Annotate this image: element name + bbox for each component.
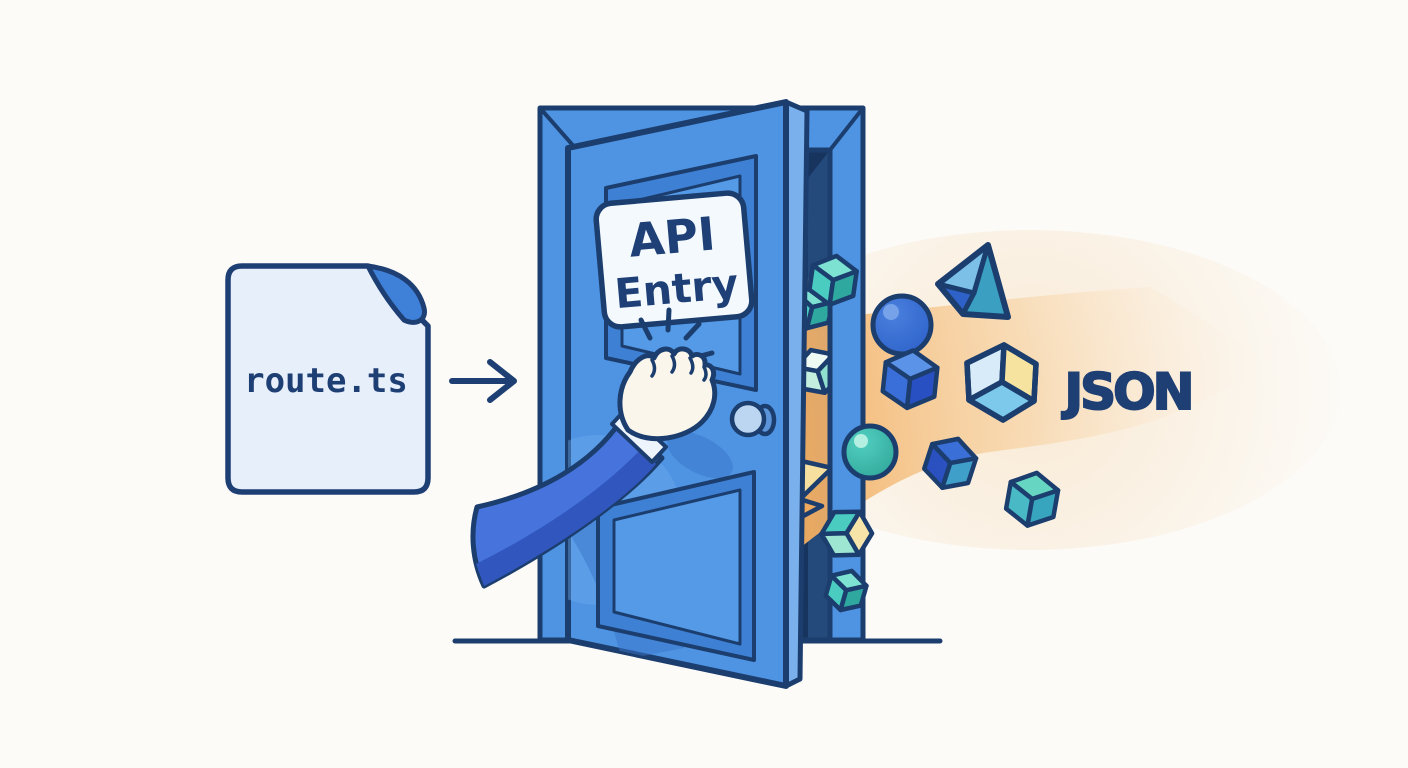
fist: [617, 346, 718, 442]
sphere-icon: [841, 423, 899, 481]
json-label: JSON: [1062, 363, 1192, 421]
door-sign: API Entry: [593, 190, 755, 330]
file-fold-corner: [365, 263, 427, 325]
sleeve-shade: [476, 450, 656, 586]
knocking-fist-icon: [470, 346, 718, 589]
document-icon: route.ts: [225, 263, 431, 495]
knuckle-lines: [650, 354, 708, 382]
pyramid-icon: [935, 242, 1011, 320]
cube-icon: [815, 501, 878, 566]
sphere-icon: [870, 293, 934, 357]
file-label: route.ts: [244, 361, 408, 401]
sign-line2: Entry: [613, 260, 740, 319]
cube-icon: [920, 432, 980, 495]
doorknob-icon: [729, 400, 777, 438]
file-page: [225, 263, 431, 495]
cube-icon: [823, 566, 869, 615]
cube-icon: [808, 253, 859, 308]
data-shapes: [844, 245, 1060, 530]
knock-marks-icon: [638, 307, 715, 361]
arrow-right-icon: [449, 359, 517, 403]
door-panel-lower: [596, 470, 756, 662]
sign-line1: API: [627, 206, 718, 267]
cube-icon: [964, 342, 1039, 423]
cube-icon: [881, 348, 939, 411]
sign-plate: [593, 190, 755, 330]
cube-icon: [1004, 469, 1061, 530]
